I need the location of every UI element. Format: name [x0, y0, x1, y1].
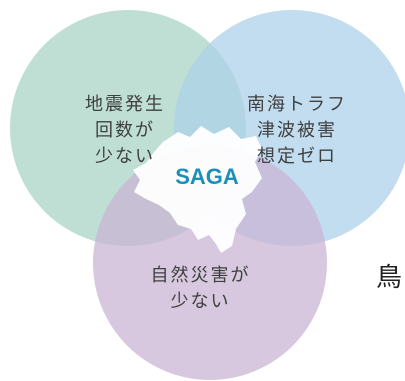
circle-right-label: 南海トラフ 津波被害 想定ゼロ	[232, 92, 362, 170]
center-label: SAGA	[175, 164, 239, 189]
circle-right-line-3: 想定ゼロ	[257, 146, 337, 167]
circle-left-label: 地震発生 回数が 少ない	[70, 92, 180, 170]
venn-circles	[10, 10, 405, 380]
circle-bottom-label: 自然災害が 少ない	[138, 263, 263, 315]
circle-bottom-line-1: 自然災害が	[150, 265, 251, 286]
circle-right-line-2: 津波被害	[257, 120, 337, 141]
cropped-edge-text: 鳥	[376, 263, 403, 293]
circle-left-line-1: 地震発生	[85, 94, 165, 115]
circle-bottom	[93, 146, 327, 380]
circle-bottom-line-2: 少ない	[170, 291, 231, 312]
saga-map-shape	[133, 126, 262, 253]
circle-left-line-3: 少ない	[95, 146, 155, 167]
circle-right-line-1: 南海トラフ	[247, 94, 347, 115]
circle-left-line-2: 回数が	[95, 120, 155, 141]
